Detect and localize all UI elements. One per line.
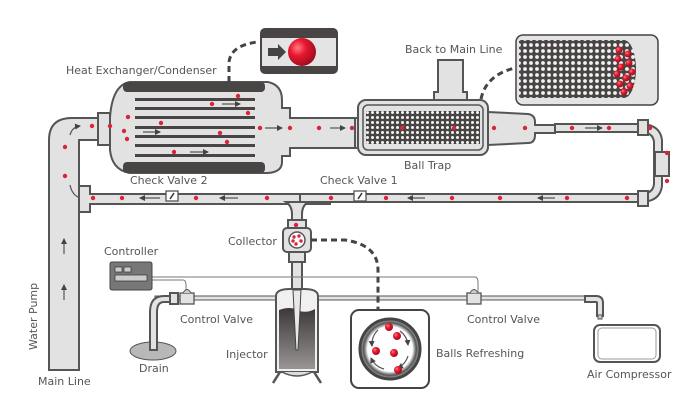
drain [129, 292, 179, 361]
tube-detail-callout [227, 28, 338, 82]
label-balls-refreshing: Balls Refreshing [436, 347, 524, 360]
heat-exchanger-top-cap [123, 82, 265, 92]
label-drain: Drain [139, 362, 169, 375]
heat-exchanger-bottom-cap [123, 162, 265, 173]
controller [109, 261, 153, 291]
main-line-pipe [48, 112, 111, 371]
ball-trap-outlet [487, 110, 556, 147]
trapped-balls [613, 46, 636, 96]
flow-arrow-curve [69, 123, 81, 136]
label-collector: Collector [228, 235, 277, 248]
control-lines [152, 276, 586, 301]
label-check-valve-2: Check Valve 2 [130, 174, 208, 187]
heat-exchanger-tubes [135, 98, 255, 157]
control-valve-left [179, 289, 195, 305]
collector-window [288, 231, 306, 249]
balls-in-circulation [62, 93, 670, 228]
air-compressor [584, 295, 661, 363]
ball-trap-mesh [366, 111, 480, 144]
label-control-valve-right: Control Valve [467, 313, 540, 326]
pipe-coupling [637, 190, 649, 207]
label-controller: Controller [104, 245, 159, 258]
label-main-line: Main Line [38, 375, 91, 388]
label-check-valve-1: Check Valve 1 [320, 174, 398, 187]
label-ball-trap: Ball Trap [404, 159, 451, 172]
label-heat-exchanger: Heat Exchanger/Condenser [66, 64, 217, 77]
pipe-coupling [637, 119, 649, 136]
back-to-main-outlet [433, 59, 468, 101]
label-back-to-main-line: Back to Main Line [405, 43, 503, 56]
check-valve-2 [165, 190, 179, 202]
injector [271, 288, 323, 384]
label-control-valve-left: Control Valve [180, 313, 253, 326]
label-water-pump: Water Pump [27, 283, 40, 350]
balls-refreshing-detail [350, 309, 430, 389]
label-air-compressor: Air Compressor [587, 368, 672, 381]
balls-refreshing-callout [311, 238, 380, 310]
right-loop-pipe [139, 119, 670, 207]
control-valve-right [466, 289, 482, 305]
ball-trap-detail-callout [479, 34, 659, 106]
pipe-coupling [654, 151, 670, 177]
label-injector: Injector [226, 348, 268, 361]
check-valve-1 [353, 190, 367, 202]
ball-trap [357, 59, 556, 156]
pipe-coupling [97, 112, 111, 146]
heat-exchanger [109, 81, 356, 174]
cleaning-ball [288, 38, 316, 66]
return-line-left [78, 185, 331, 213]
